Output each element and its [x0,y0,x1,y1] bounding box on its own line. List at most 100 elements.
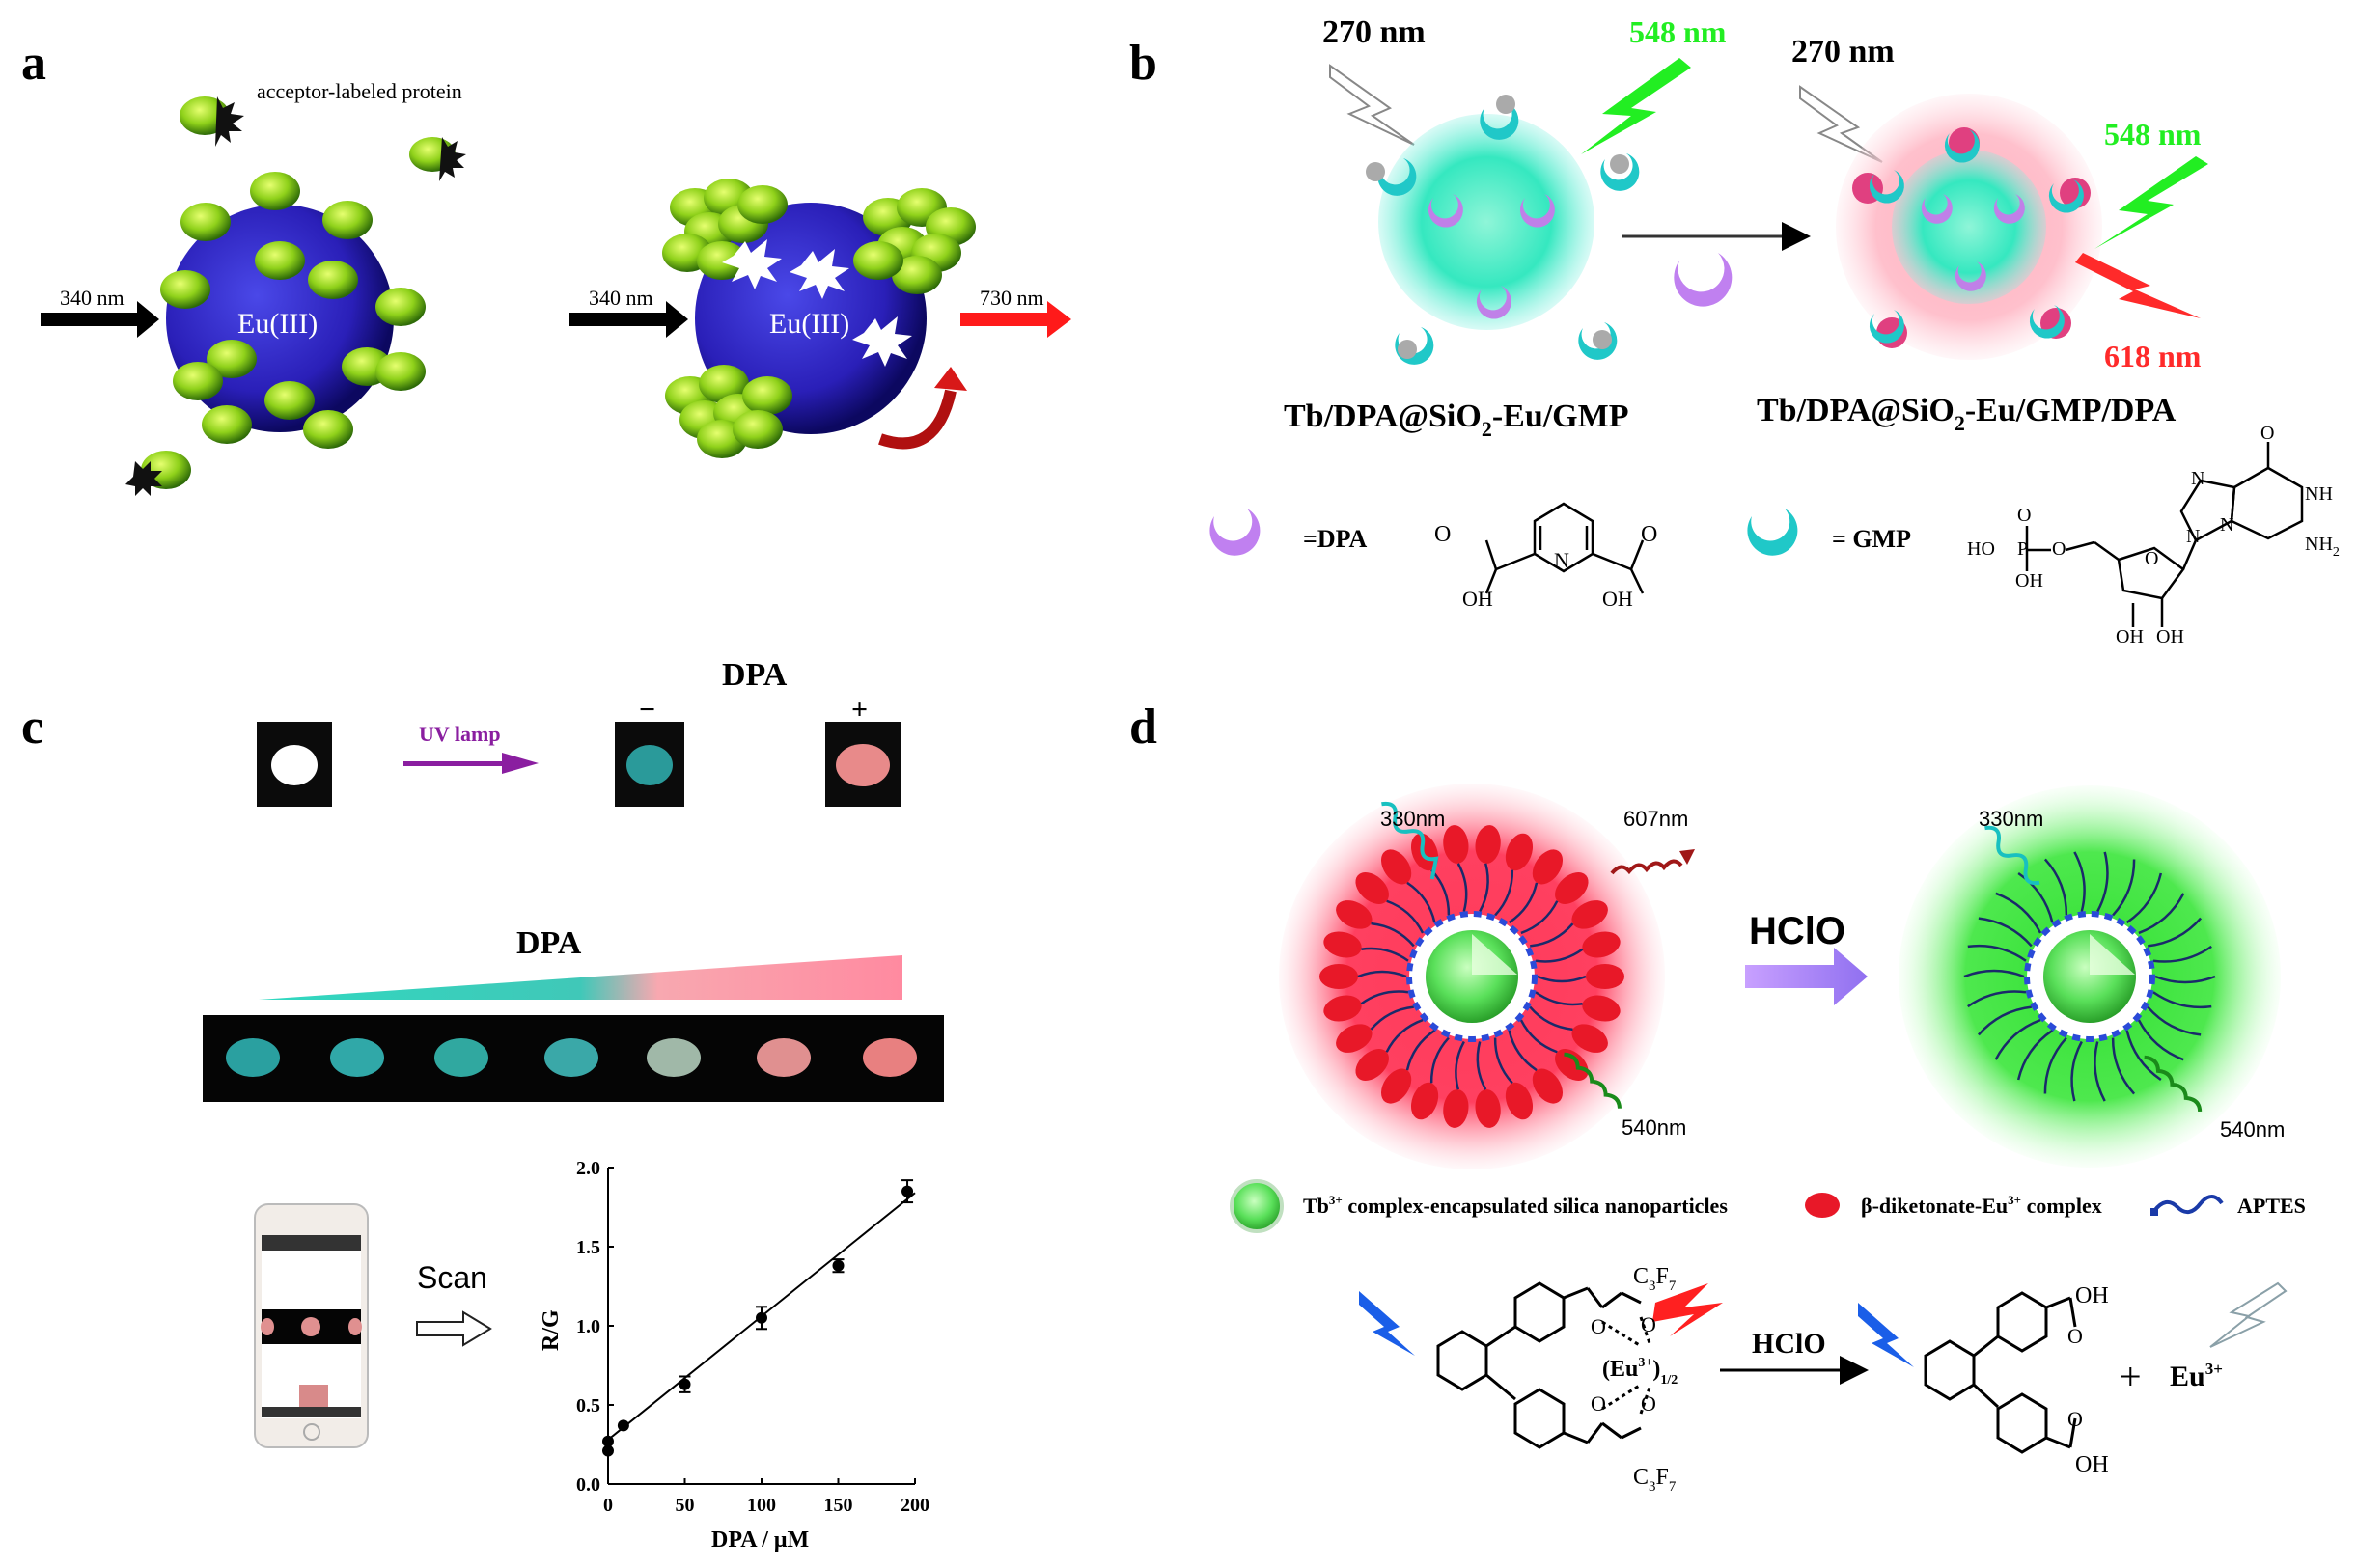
panel-d-letter: d [1129,700,1157,755]
aptes-chain [2148,917,2203,948]
aptes-chain [1371,922,1415,948]
eu-complex-petal [1555,872,1589,904]
d-exc-right-label: 330nm [1979,807,2043,831]
d-red-bolt [1652,1283,1723,1336]
aptes-chain [1493,1037,1513,1085]
d-legend-eu-icon [1805,1193,1840,1218]
d-legend-1: Tb3+ complex-encapsulated silica nanopar… [1303,1193,1728,1218]
excitation-left-label: 340 nm [60,286,125,310]
eu-core-left-label: Eu(III) [237,308,318,340]
gmp-oh-p: OH [2015,570,2043,591]
panel-b-letter: b [1129,36,1157,91]
panel-d: d 330nm 607nm 540nm HClO 330nm 540nm Tb3… [1129,700,2306,1495]
d-legend-2: β-diketonate-Eu3+ complex [1861,1193,2102,1218]
c-dpa-top-label: DPA [722,657,788,693]
data-point [602,1435,614,1447]
d-green-em-wave-right [2144,1055,2203,1113]
y-tick-label: 2.0 [576,1158,600,1179]
aptes-chain [1529,1005,1573,1032]
b-grey-bolt-left [1329,64,1415,146]
b-legend-gmp-icon [1747,509,1798,556]
eu-complex-petal [1443,1089,1469,1128]
d-green-em-wave-left [1564,1052,1622,1109]
d-tb-core-right [2043,930,2136,1023]
aptes-chain [1406,881,1436,923]
eu-complex-petal [1532,849,1563,885]
d-product-o-bottom: O [2067,1407,2083,1431]
dpa-oh-left: OH [1462,587,1493,611]
c-uv-lamp-label: UV lamp [419,722,501,746]
b-red-bolt-right [2075,253,2201,318]
aptes-chain [2137,1019,2184,1061]
aptes-chain [1530,922,1574,948]
eu-complex-petal [1582,931,1621,958]
eu-complex-petal [1336,900,1373,929]
b-core-right [1892,150,2046,304]
eu-complex-petal [1355,1049,1389,1081]
chart-xlabel: DPA / μM [711,1527,809,1553]
aptes-chain [1479,863,1489,913]
eu-core-right-label: Eu(III) [769,308,849,340]
aptes-chain [2152,945,2212,963]
aptes-chain [2112,859,2136,917]
aptes-chain [1978,917,2033,948]
d-blue-bolt-right [1858,1303,1914,1367]
panel-a: a acceptor-labeled protein [21,36,1071,496]
d-o-1: O [1591,1314,1606,1338]
c-minus: − [639,694,655,726]
aptes-chain [1361,947,1409,962]
aptes-chain [1405,1029,1436,1071]
c-plus: + [851,694,868,726]
dpa-n: N [1554,548,1569,572]
x-tick-label: 50 [676,1495,695,1516]
d-exc-left-label: 330nm [1380,807,1445,831]
x-tick-label: 150 [824,1495,853,1516]
data-point [602,1444,614,1457]
gmp-n3: N [2220,514,2233,536]
data-point [617,1419,629,1432]
eu-complex-petal [1443,825,1469,864]
d-eu-complex-petals [1319,825,1624,1128]
y-tick-label: 1.0 [576,1316,600,1337]
d-c3f7-bottom: C3F7 [1633,1465,1677,1495]
eu-complex-petal [1323,995,1362,1022]
panel-c-letter: c [21,700,43,755]
aptes-chain [2154,975,2216,984]
x-tick-label: 200 [901,1495,929,1516]
red-curved-arrow [878,389,957,450]
chart-ylabel: R/G [539,1309,564,1351]
d-product-oh-bottom: OH [2075,1452,2109,1477]
energy-transfer-flashes [722,239,912,367]
c-dpa-gradient-wedge [259,955,902,1000]
c-smartphone [254,1203,369,1448]
d-c3f7-top: C3F7 [1633,1264,1677,1294]
aptes-chain [1455,1040,1465,1090]
b-em-right-red-label: 618 nm [2104,339,2202,373]
b-gmp-left [1366,95,1640,365]
d-o-2: O [1641,1312,1656,1336]
eu-complex-petal [1381,849,1412,885]
d-em-green-left-label: 540nm [1622,1115,1686,1140]
aptes-chain [1967,944,2027,962]
b-grey-bolt-right [1799,85,1883,163]
gmp-nh: NH [2305,483,2333,505]
b-label-right: Tb/DPA@SiO2-Eu/GMP/DPA [1757,393,2177,435]
d-o-4: O [1641,1391,1656,1416]
d-core-highlight-right [2090,934,2135,975]
data-point [756,1311,767,1324]
c-strip-spots [226,1038,917,1077]
eu-complex-petal [1571,1024,1608,1053]
d-legend-3: APTES [2237,1194,2306,1218]
d-blue-bolt-left [1359,1291,1415,1356]
d-product-structure [1924,1291,2077,1454]
dpa-o-left: O [1434,522,1451,547]
b-legend-gmp: = GMP [1832,525,1911,553]
excitation-arrow-right [569,301,688,338]
free-protein-2 [409,137,466,181]
aptes-chain [1508,882,1539,924]
aptes-chain [2152,991,2212,1009]
eu-complex-petal [1475,1089,1501,1128]
eu-complex-petal [1586,964,1624,989]
